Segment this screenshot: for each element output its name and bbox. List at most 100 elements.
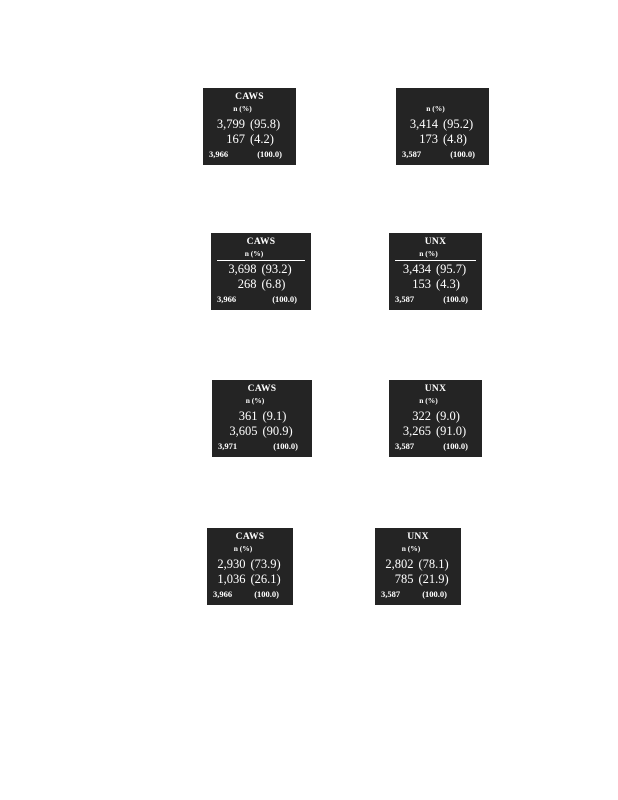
total-row: 3,966 (100.0) (213, 587, 287, 601)
percent-value: (9.0) (436, 409, 460, 423)
column-header: n (%) (233, 544, 253, 553)
header-divider (395, 407, 476, 408)
count-value: 153 (412, 277, 431, 291)
total-row: 3,587 (100.0) (395, 439, 476, 453)
column-header: n (%) (244, 249, 264, 258)
column-header: n (%) (401, 544, 421, 553)
count-value: 322 (412, 409, 431, 423)
stat-panel: UNX n (%) 3,434 (95.7) 153 (4.3) 3,587 (100.0) (389, 233, 482, 310)
count-value: 2,930 (217, 557, 246, 571)
column-header: n (%) (426, 104, 445, 113)
header-divider (381, 555, 455, 556)
header-divider (213, 555, 287, 556)
data-row: 3,414 (95.2) (402, 117, 483, 132)
percent-value: (95.2) (443, 117, 474, 131)
total-count-value: 3,966 (217, 294, 237, 304)
percent-value: (90.9) (262, 424, 293, 438)
data-row: 785 (21.9) (381, 572, 455, 587)
count-value: 785 (394, 572, 414, 586)
count-value: 268 (237, 277, 257, 291)
total-percent-value: (100.0) (254, 589, 279, 599)
total-percent-value: (100.0) (443, 441, 468, 451)
data-row: 361 (9.1) (218, 409, 306, 424)
percent-value: (26.1) (250, 572, 281, 586)
total-row: 3,587 (100.0) (381, 587, 455, 601)
percent-value: (9.1) (262, 409, 287, 423)
stat-panel: CAWS n (%) 2,930 (73.9) 1,036 (26.1) 3,966 (100… (207, 528, 293, 605)
data-row: 2,802(78.1) (381, 557, 455, 572)
total-percent-value: (100.0) (273, 441, 298, 451)
count-value: 3,799 (216, 117, 245, 131)
count-value: 167 (226, 132, 245, 146)
header-divider (217, 260, 305, 261)
header-divider (402, 115, 483, 116)
total-count-value: 3,587 (402, 149, 422, 159)
percent-value: (95.7) (436, 262, 467, 276)
data-row: 3,434 (95.7) (395, 262, 476, 277)
total-percent-value: (100.0) (443, 294, 468, 304)
total-percent-value: (100.0) (422, 589, 447, 599)
total-row: 3,587 (100.0) (395, 292, 476, 306)
panel-title: UNX (424, 384, 447, 394)
panel-title: UNX (407, 532, 429, 542)
data-row: 3,605 (90.9) (218, 424, 306, 439)
header-divider (395, 260, 476, 261)
count-value: 3,265 (402, 424, 431, 438)
total-row: 3,966 (100.0) (217, 292, 305, 306)
percent-value: (4.2) (250, 132, 274, 146)
data-row: 3,799(95.8) (209, 117, 290, 132)
total-percent-value: (100.0) (257, 149, 282, 159)
total-percent-value: (100.0) (450, 149, 475, 159)
total-row: 3,971 (100.0) (218, 439, 306, 453)
count-value: 3,605 (229, 424, 258, 438)
data-row: 153 (4.3) (395, 277, 476, 292)
data-row: 268 (6.8) (217, 277, 305, 292)
panel-title: UNX (424, 237, 447, 247)
count-value: 3,414 (409, 117, 438, 131)
panel-title: CAWS (235, 532, 265, 542)
percent-value: (4.3) (436, 277, 460, 291)
column-header: n (%) (233, 104, 252, 113)
count-value: 173 (419, 132, 438, 146)
panel-title: CAWS (235, 92, 264, 102)
data-row: 3,265 (91.0) (395, 424, 476, 439)
total-count-value: 3,966 (209, 149, 229, 159)
total-row: 3,587 (100.0) (402, 147, 483, 161)
total-count-value: 3,971 (218, 441, 238, 451)
stat-panel: CAWS n (%) 3,698 (93.2) 268 (6.8) 3,966 (100.0) (211, 233, 311, 310)
header-divider (209, 115, 290, 116)
data-row: 3,698 (93.2) (217, 262, 305, 277)
count-value: 2,802 (385, 557, 414, 571)
percent-value: (21.9) (418, 572, 449, 586)
data-row: 167 (4.2) (209, 132, 290, 147)
column-header: n (%) (419, 249, 438, 258)
panel-title: CAWS (246, 237, 276, 247)
data-row: 2,930 (73.9) (213, 557, 287, 572)
total-row: 3,966 (100.0) (209, 147, 290, 161)
stat-panel: n (%) 3,414 (95.2) 173 (4.8) 3,587 (100.0) (396, 88, 489, 165)
percent-value: (73.9) (250, 557, 281, 571)
stat-panel: CAWS n (%) 3,799(95.8)167 (4.2) 3,966 (100.0) (203, 88, 296, 165)
column-header: n (%) (245, 396, 265, 405)
percent-value: (93.2) (261, 262, 292, 276)
stat-panel: UNX n (%) 2,802(78.1)785 (21.9) 3,587 (100.0) (375, 528, 461, 605)
total-count-value: 3,587 (395, 294, 415, 304)
count-value: 3,434 (402, 262, 431, 276)
count-value: 3,698 (228, 262, 257, 276)
percent-value: (91.0) (436, 424, 467, 438)
stat-panel: UNX n (%) 322 (9.0) 3,265 (91.0) 3,587 (100.0) (389, 380, 482, 457)
total-count-value: 3,587 (381, 589, 401, 599)
column-header: n (%) (419, 396, 438, 405)
data-row: 1,036 (26.1) (213, 572, 287, 587)
count-value: 1,036 (217, 572, 246, 586)
total-count-value: 3,587 (395, 441, 415, 451)
percent-value: (4.8) (443, 132, 467, 146)
count-value: 361 (238, 409, 258, 423)
data-row: 322 (9.0) (395, 409, 476, 424)
data-row: 173 (4.8) (402, 132, 483, 147)
percent-value: (6.8) (261, 277, 286, 291)
total-percent-value: (100.0) (272, 294, 297, 304)
total-count-value: 3,966 (213, 589, 233, 599)
